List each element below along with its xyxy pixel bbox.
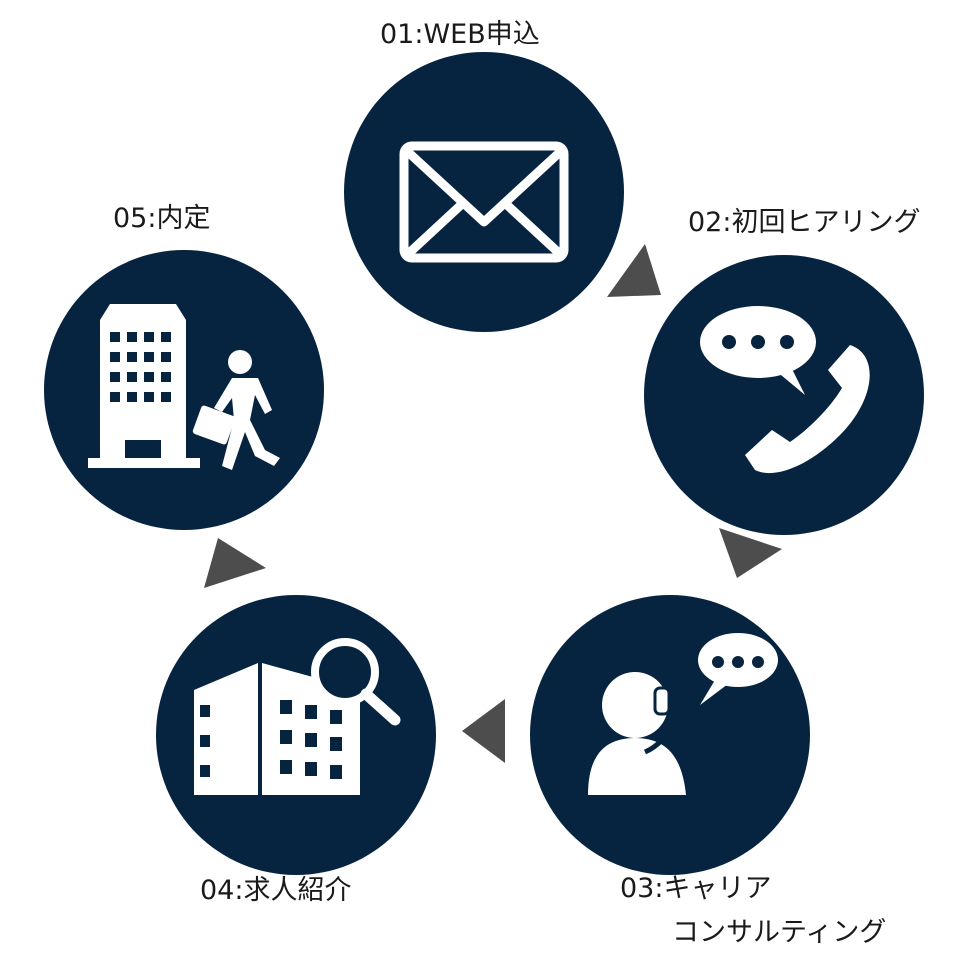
step-4-label: 04:求人紹介 [200,875,352,906]
step-3-label-line2: コンサルティング [672,917,887,948]
phone-chat-icon [700,306,870,474]
step-1-label: 01:WEB申込 [380,19,540,50]
operator-headset-icon [588,633,778,795]
building-search-icon [194,638,401,795]
arrow-3-to-4 [462,699,505,763]
office-walker-icon [88,304,280,470]
step-3-circle [530,595,810,875]
step-1-circle [344,52,624,332]
step-2-circle [644,255,924,535]
arrow-4-to-5 [204,538,266,588]
step-3-label-line1: 03:キャリア [620,873,772,904]
step-5-circle [44,250,324,530]
step-4-circle [156,595,436,875]
step-2-label: 02:初回ヒアリング [688,207,921,238]
arrow-2-to-3 [719,528,782,578]
arrow-1-to-2 [607,244,661,297]
step-5-label: 05:内定 [113,203,211,234]
envelope-icon [399,141,569,263]
